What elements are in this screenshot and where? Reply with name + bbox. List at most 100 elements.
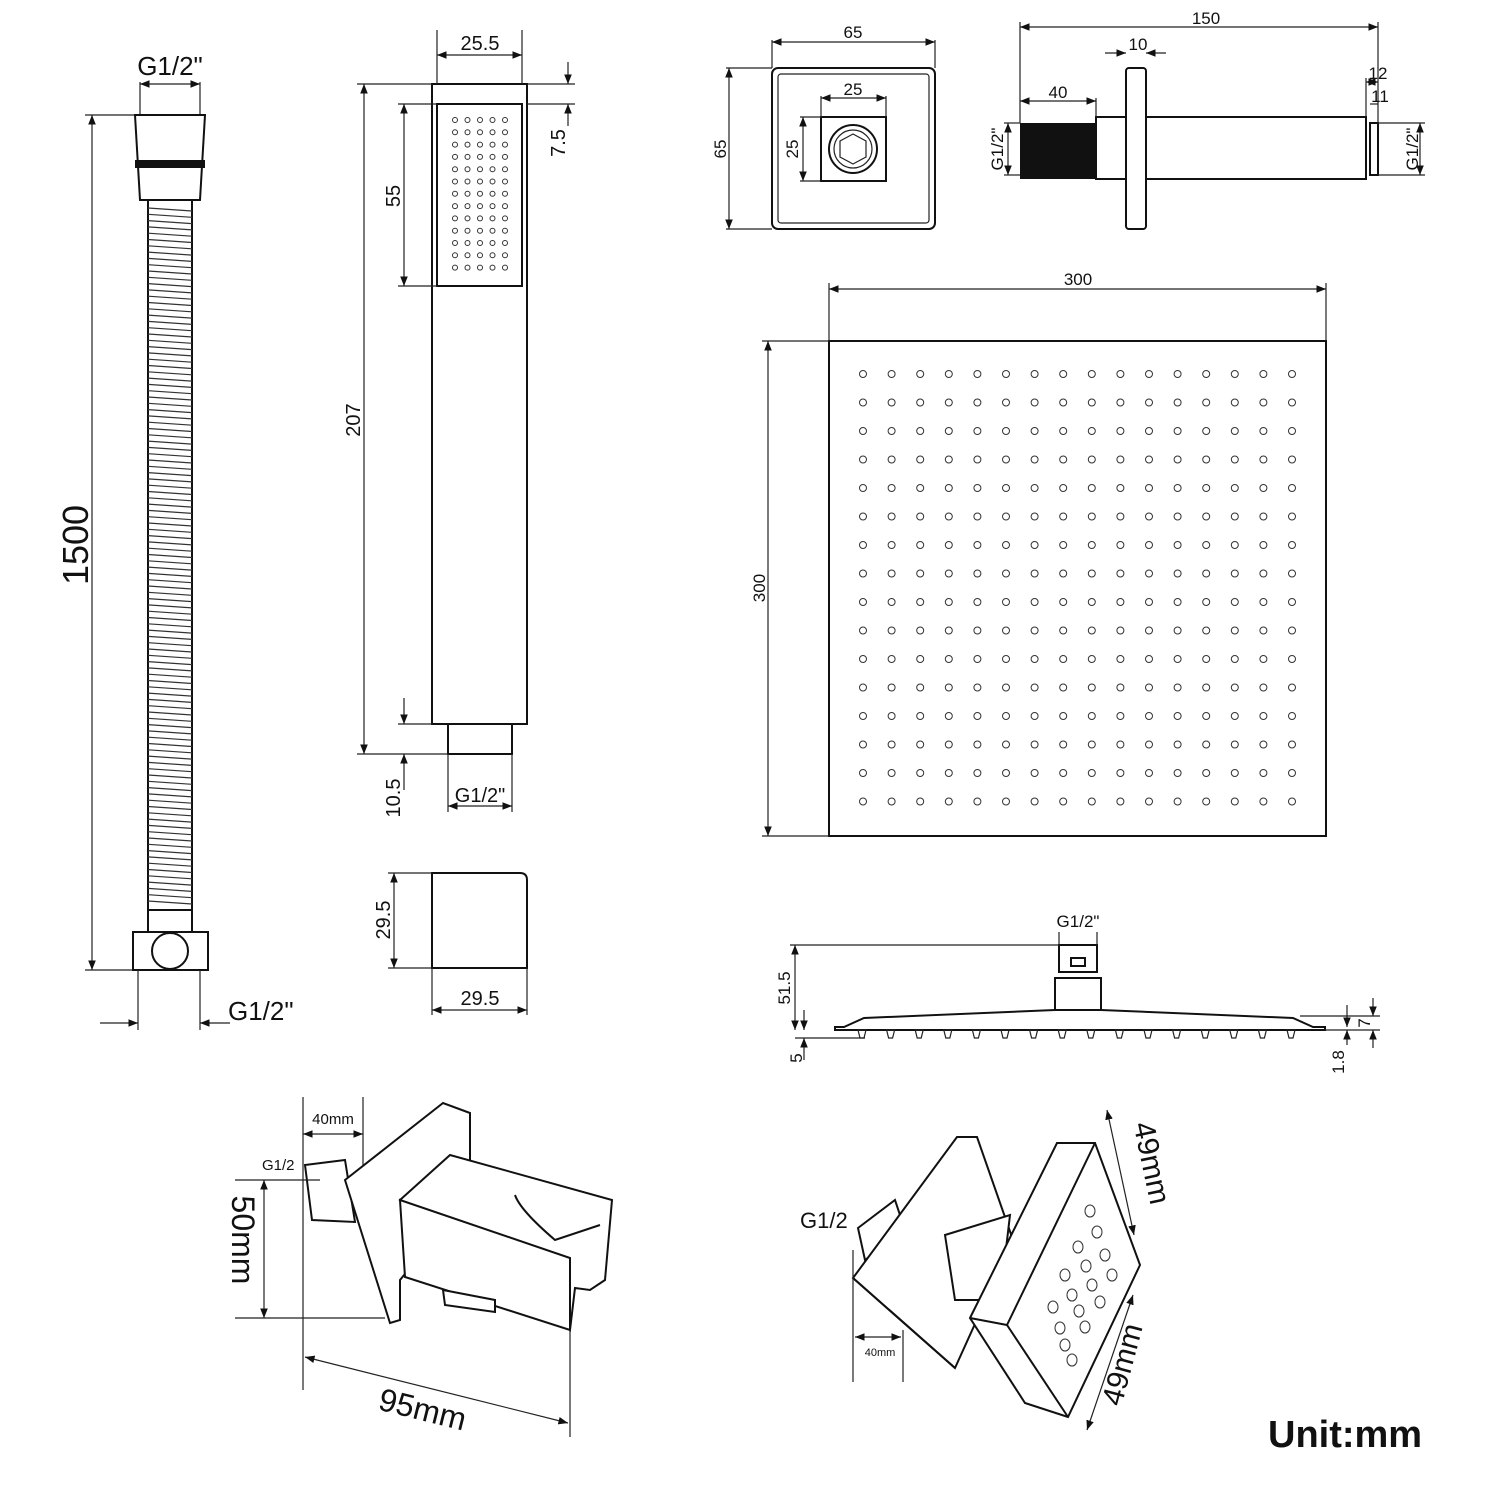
hose-coil	[147, 402, 193, 407]
rain-nozzle	[973, 740, 982, 749]
flange-height-label: 65	[711, 140, 730, 159]
rain-nozzle	[1002, 569, 1010, 578]
rain-nozzle	[973, 569, 982, 578]
hose-coil	[147, 572, 193, 577]
hose-coil	[147, 295, 193, 300]
side-nozzle	[857, 1029, 867, 1039]
spray-hole	[502, 141, 508, 148]
rain-nozzle	[973, 427, 982, 435]
spray-hole	[464, 203, 471, 210]
jet-nozzle	[1091, 1225, 1103, 1239]
rain-nozzle	[1202, 797, 1211, 806]
jet-nozzle	[1094, 1295, 1106, 1309]
rain-nozzle	[1059, 398, 1068, 407]
hose-coil	[147, 894, 193, 899]
rain-nozzle	[944, 370, 953, 378]
outlet-length-label: 95mm	[375, 1381, 470, 1437]
rain-nozzle	[944, 740, 953, 749]
rain-nozzle	[1059, 512, 1068, 521]
rain-nozzle	[1116, 655, 1125, 663]
hose-coil	[147, 805, 193, 811]
rain-nozzle	[1173, 655, 1182, 663]
hose-coil	[147, 207, 193, 212]
rain-nozzle	[1087, 655, 1096, 663]
rain-nozzle	[1030, 626, 1039, 635]
jet-nozzle	[1073, 1304, 1085, 1318]
rain-nozzle	[1116, 769, 1125, 777]
hose-coil	[147, 339, 193, 344]
spray-hole	[452, 129, 458, 136]
rain-nozzle	[1202, 484, 1211, 492]
block-width-label: 29.5	[461, 988, 500, 1010]
rain-nozzle	[1202, 712, 1211, 720]
spray-hole	[452, 240, 458, 246]
hose-coil	[147, 516, 193, 521]
spray-hole	[477, 129, 483, 136]
jet-nozzle	[1080, 1259, 1092, 1273]
rain-nozzle	[1202, 541, 1211, 549]
rain-nozzle	[916, 683, 925, 692]
rain-nozzle	[1230, 370, 1239, 378]
rain-nozzle	[887, 769, 896, 777]
rain-nozzle	[1288, 712, 1296, 720]
hose-coil	[147, 787, 193, 792]
hose-coil	[147, 327, 193, 332]
hose-coil	[147, 213, 193, 218]
rain-nozzle	[1116, 626, 1125, 635]
rain-nozzle	[1002, 455, 1010, 464]
rain-nozzle	[1259, 541, 1268, 549]
rain-nozzle	[887, 626, 896, 635]
hose-coil	[147, 465, 193, 470]
hose-coil	[147, 749, 193, 754]
rain-nozzle	[1116, 455, 1125, 464]
rain-nozzle	[1116, 598, 1125, 606]
rain-nozzle	[1145, 512, 1153, 521]
handset-offset-label: 7.5	[548, 129, 570, 157]
rain-nozzle	[1030, 398, 1039, 407]
rain-head-drawing: 300 300	[750, 270, 1327, 837]
head-side-thk: 7	[1355, 1018, 1374, 1027]
rain-nozzle	[1259, 569, 1268, 578]
spray-hole	[464, 178, 471, 185]
rain-nozzle	[916, 598, 925, 606]
rain-nozzle	[1230, 797, 1239, 806]
rain-nozzle	[973, 769, 982, 777]
hose-coil	[147, 616, 193, 622]
hose-coil	[147, 371, 193, 376]
hose-coil	[147, 793, 193, 798]
spray-hole	[464, 190, 471, 197]
rain-nozzle	[1002, 484, 1010, 492]
spray-hole	[452, 203, 458, 210]
rain-nozzle	[1030, 712, 1039, 720]
side-nozzle	[885, 1029, 896, 1039]
spray-hole	[502, 215, 508, 222]
spray-hole	[477, 153, 483, 160]
rain-nozzle	[1173, 683, 1182, 692]
rain-nozzle	[1230, 683, 1239, 692]
rain-nozzle	[1030, 455, 1039, 464]
rain-nozzle	[887, 683, 896, 692]
rain-nozzle	[1059, 455, 1068, 464]
spray-hole	[477, 203, 483, 210]
rain-nozzle	[1288, 626, 1296, 635]
rain-nozzle	[859, 655, 867, 663]
spray-hole	[502, 153, 508, 160]
rain-nozzle	[1202, 427, 1211, 435]
hose-coil	[147, 352, 193, 357]
rain-nozzle	[1288, 370, 1296, 378]
rain-nozzle	[944, 797, 953, 806]
rain-nozzle	[1059, 712, 1068, 720]
hose-coil	[147, 226, 193, 231]
rain-nozzle	[944, 484, 953, 492]
rain-nozzle	[916, 655, 925, 663]
unit-label: Unit:mm	[1268, 1414, 1422, 1456]
hose-coil	[147, 629, 193, 634]
rain-nozzle	[916, 455, 925, 464]
spray-hole	[489, 141, 496, 148]
side-nozzle	[971, 1029, 982, 1039]
spray-hole	[452, 215, 458, 222]
hose-coil	[147, 856, 193, 861]
rain-nozzle	[859, 598, 867, 606]
rain-nozzle	[973, 455, 982, 464]
spray-hole	[489, 240, 496, 246]
